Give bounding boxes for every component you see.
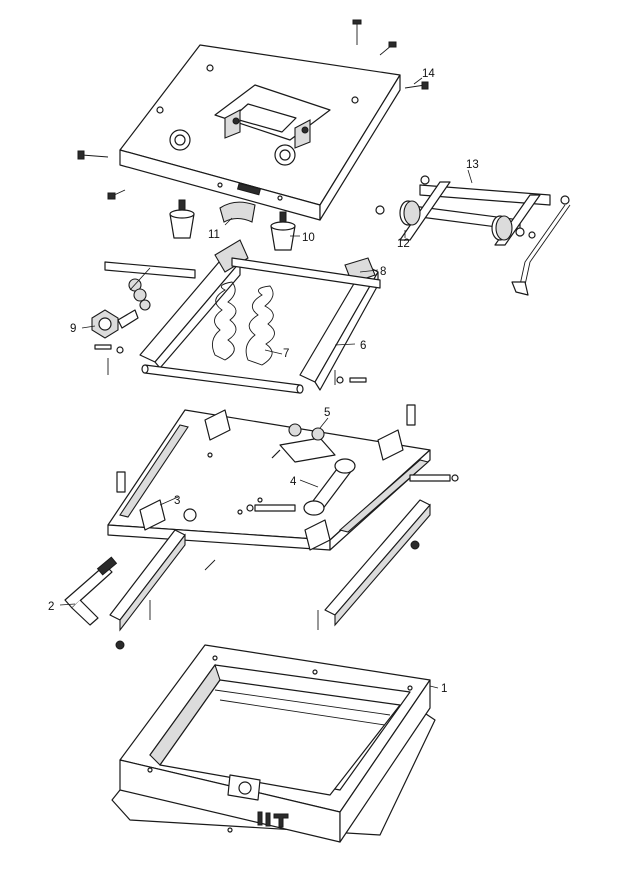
pin-right	[334, 370, 367, 385]
screw-left	[77, 150, 109, 160]
screw-vertical-2	[406, 404, 416, 426]
handle-lever	[64, 556, 118, 626]
callout-7: 7	[283, 348, 289, 360]
nut-left	[115, 640, 125, 650]
top-mounting-plate	[119, 44, 401, 221]
adjuster-spindle	[104, 261, 196, 311]
nut-right	[410, 540, 420, 550]
callout-2: 2	[48, 601, 54, 613]
screw-top-2	[379, 41, 397, 56]
callout-1: 1	[441, 683, 447, 695]
callout-14: 14	[422, 68, 435, 80]
adjustment-knob	[91, 309, 139, 339]
pivot-shaft-assembly	[375, 175, 571, 296]
damper-roller	[303, 458, 356, 516]
callout-6: 6	[360, 340, 366, 352]
callout-3: 3	[174, 495, 180, 507]
screw-bottom-left	[107, 189, 126, 200]
bolt-center	[246, 504, 296, 512]
slide-rail-right	[324, 499, 431, 627]
cover-clip	[219, 201, 256, 223]
scissor-frame	[139, 239, 381, 394]
lower-plate	[107, 409, 431, 551]
screw-top-3	[404, 81, 429, 90]
mounting-block	[271, 423, 336, 463]
screw-top-1	[352, 19, 362, 45]
callout-13: 13	[466, 159, 479, 171]
rubber-buffer-right	[270, 211, 296, 251]
callout-12: 12	[397, 238, 410, 250]
slide-rail-left	[109, 529, 186, 632]
callout-8: 8	[380, 266, 386, 278]
leader-lines	[59, 77, 473, 689]
callout-labels: 1 2 3 4 5 6 7 8 9 10 11 12 13 14	[48, 68, 479, 695]
callout-11: 11	[208, 229, 220, 241]
rubber-buffer-left	[169, 199, 195, 239]
screw-vertical-1	[116, 471, 126, 493]
callout-5: 5	[324, 407, 330, 419]
callout-4: 4	[290, 476, 297, 488]
callout-10: 10	[302, 232, 315, 244]
callout-9: 9	[70, 323, 76, 335]
base-frame	[111, 644, 436, 843]
tension-springs	[211, 281, 275, 366]
pin-left	[94, 344, 124, 375]
screw-small-3	[204, 559, 216, 571]
bolt-right	[409, 474, 459, 482]
